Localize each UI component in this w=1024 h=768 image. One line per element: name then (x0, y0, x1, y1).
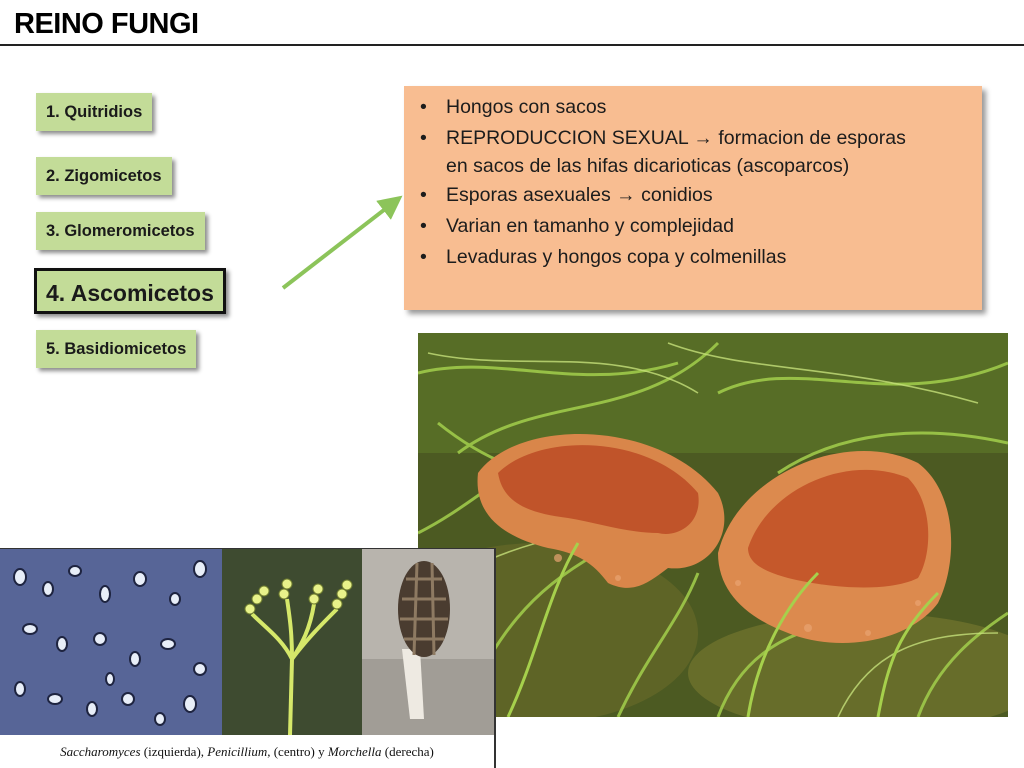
morchella-photo (362, 549, 494, 735)
cup-fungi-photo (418, 333, 1008, 717)
title-divider (0, 44, 1024, 46)
nav-item-zigomicetos[interactable]: 2. Zigomicetos (36, 157, 172, 195)
saccharomyces-photo (0, 549, 222, 735)
info-box: Hongos con sacos REPRODUCCION SEXUAL → f… (404, 86, 982, 310)
photo-frame-right (494, 549, 496, 768)
nav-item-glomeromicetos[interactable]: 3. Glomeromicetos (36, 212, 205, 250)
info-bullet: Esporas asexuales → conidios (420, 180, 970, 211)
nav-item-quitridios[interactable]: 1. Quitridios (36, 93, 153, 131)
photo-caption: Saccharomyces (izquierda), Penicillium, … (0, 735, 494, 768)
info-bullet: Hongos con sacos (420, 92, 970, 123)
penicillium-photo (222, 549, 362, 735)
info-bullet: Varian en tamanho y complejidad (420, 211, 970, 242)
info-bullet: REPRODUCCION SEXUAL → formacion de espor… (420, 123, 970, 180)
nav-item-ascomicetos[interactable]: 4. Ascomicetos (34, 268, 226, 314)
nav-item-basidiomicetos[interactable]: 5. Basidiomicetos (36, 330, 197, 368)
info-bullet: Levaduras y hongos copa y colmenillas (420, 242, 970, 273)
page-title: REINO FUNGI (14, 8, 199, 40)
photo-frame-top (0, 548, 496, 549)
